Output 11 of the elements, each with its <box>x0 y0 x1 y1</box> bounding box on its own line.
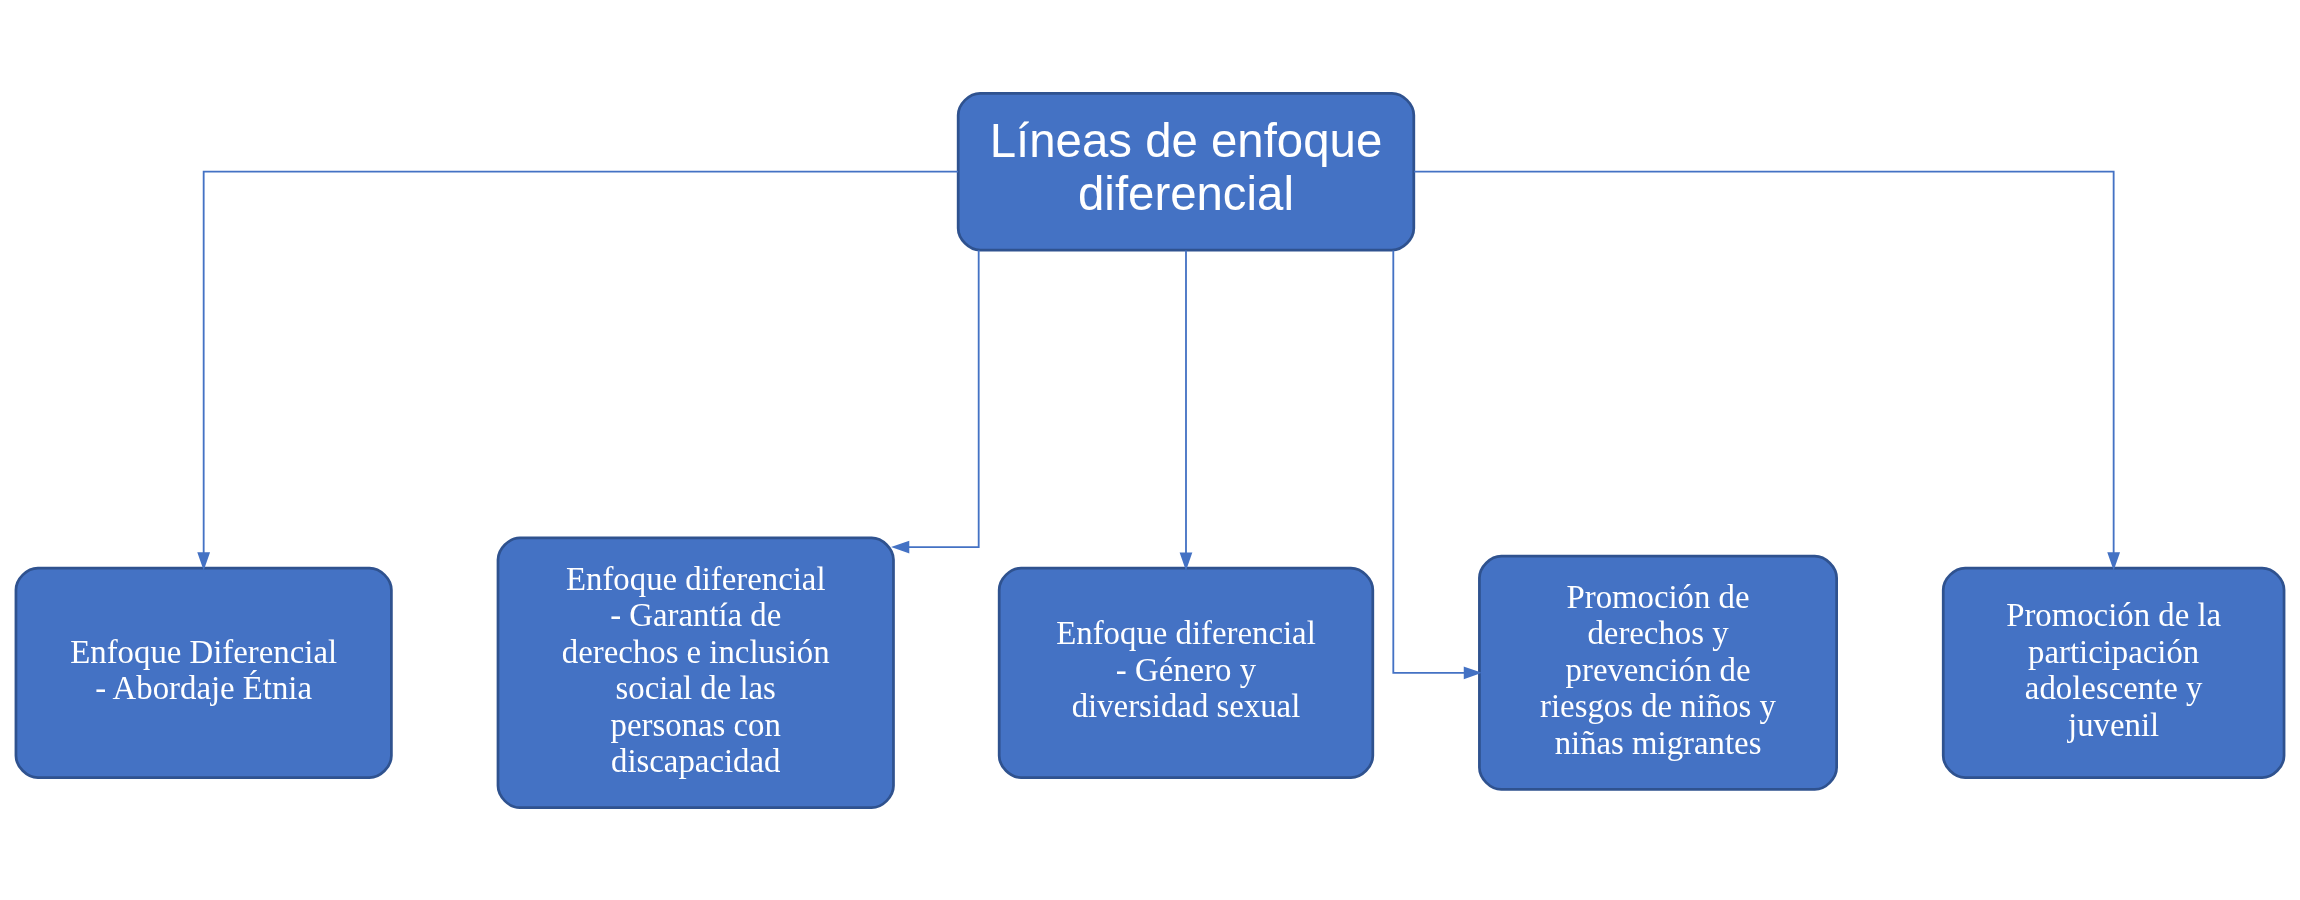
arrow <box>1413 170 2121 571</box>
node-box: Enfoque diferencial - Garantía de derechos e inclusión social de las personas con discapacidad <box>496 536 895 809</box>
node-box: Enfoque diferencial - Género y diversidad sexual <box>997 566 1375 779</box>
node-box: Enfoque Diferencial - Abordaje Étnia <box>14 566 393 779</box>
arrow <box>1392 249 1482 679</box>
node-box: Promoción de derechos y prevención de riesgos de niños y niñas migrantes <box>1478 554 1838 791</box>
arrow <box>891 248 980 553</box>
arrow <box>1179 249 1193 571</box>
arrow <box>197 170 960 571</box>
node-box: Líneas de enfoque diferencial <box>956 91 1416 251</box>
node-box: Promoción de la participación adolescente y juvenil <box>1941 566 2286 779</box>
